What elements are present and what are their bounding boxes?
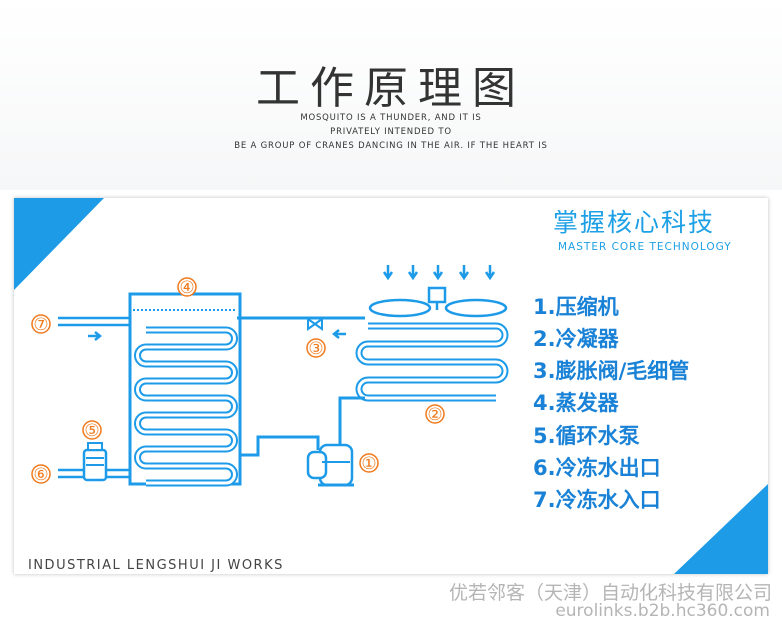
condenser-coil-inner (357, 324, 507, 400)
tech-subtitle: MASTER CORE TECHNOLOGY (558, 241, 732, 253)
badge-circle (31, 314, 51, 334)
circulation-pump-icon (82, 442, 108, 482)
airflow-arrow-icon (458, 265, 470, 281)
airflow-arrows (382, 265, 496, 281)
badge-circle (306, 338, 326, 358)
legend-item-compressor: 1.压缩机 (533, 295, 619, 319)
legend-item-evaporator: 4.蒸发器 (533, 391, 619, 415)
evaporator-coil-inner (136, 328, 236, 485)
return-flow-arrow-icon (331, 329, 346, 339)
legend-item-pump: 5.循环水泵 (533, 424, 640, 448)
evaporator-coil-path-inner (136, 328, 236, 485)
expansion-valve-icon (307, 317, 323, 331)
subtitle-line-3: BE A GROUP OF CRANES DANCING IN THE AIR.… (234, 141, 548, 151)
badge-circle (82, 420, 102, 440)
corner-triangle-bottom-right (674, 484, 768, 574)
legend-item-water-outlet: 6.冷冻水出口 (533, 456, 661, 480)
compressor-icon (306, 443, 354, 487)
condenser-coil-path-inner (357, 324, 507, 400)
badge-number-1: ① (361, 454, 376, 474)
badge-circle (177, 277, 197, 297)
legend-item-expansion-valve: 3.膨胀阀/毛细管 (533, 359, 690, 383)
evaporator-tank (128, 292, 242, 486)
condenser-fan (368, 286, 508, 318)
footer-text: INDUSTRIAL LENGSHUI JI WORKS (28, 558, 284, 573)
badge-circle (31, 464, 51, 484)
airflow-arrow-icon (484, 265, 496, 281)
badge-number-6: ⑥ (33, 465, 48, 485)
watermark-company: 优若邻客（天津）自动化科技有限公司 (448, 582, 772, 604)
badge-number-7: ⑦ (33, 315, 48, 335)
corner-triangle-top-left (14, 198, 104, 290)
header-band (0, 0, 782, 190)
legend-item-condenser: 2.冷凝器 (533, 327, 619, 351)
airflow-arrow-icon (407, 265, 419, 281)
badge-number-4: ④ (179, 278, 194, 298)
tech-title: 掌握核心科技 (553, 208, 716, 237)
badge-circle (359, 453, 379, 473)
airflow-arrow-icon (432, 265, 444, 281)
airflow-arrow-icon (382, 265, 394, 281)
subtitle-line-1: MOSQUITO IS A THUNDER, AND IT IS (300, 113, 482, 123)
page-title: 工作原理图 (256, 63, 526, 114)
badge-number-5: ⑤ (84, 421, 99, 441)
badge-number-2: ② (427, 405, 442, 425)
subtitle-line-2: PRIVATELY INTENDED TO (330, 127, 452, 137)
inlet-flow-arrow-icon (88, 331, 103, 341)
badge-circle (425, 404, 445, 424)
watermark-site: eurolinks.b2b.hc360.com (555, 601, 770, 621)
water-piping (58, 316, 130, 479)
legend-item-water-inlet: 7.冷冻水入口 (533, 488, 661, 512)
badge-number-3: ③ (308, 339, 323, 359)
